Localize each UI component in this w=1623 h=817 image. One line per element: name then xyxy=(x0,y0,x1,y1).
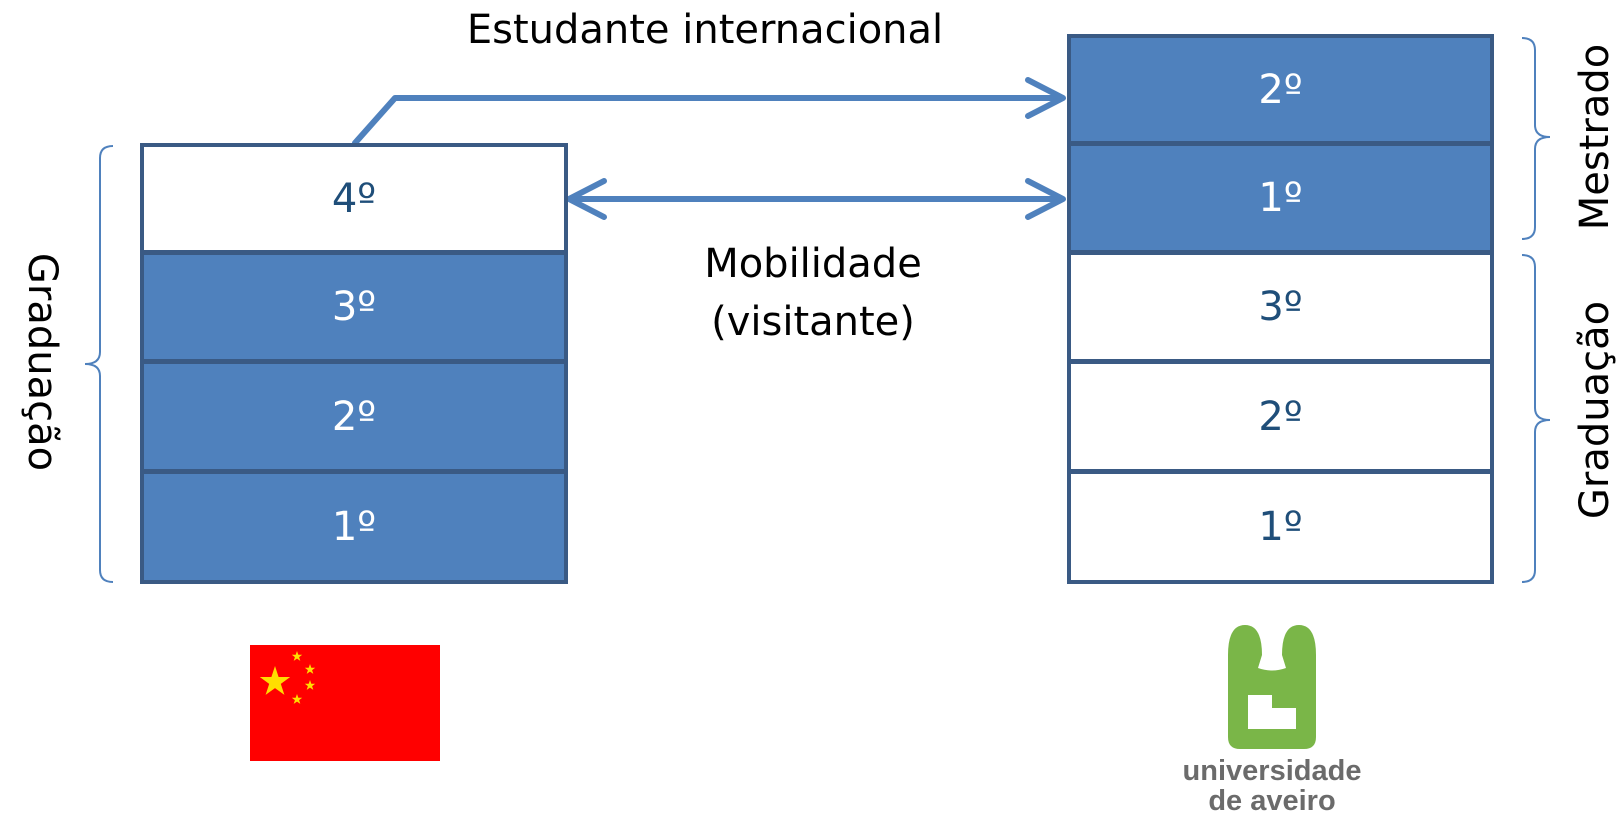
right-graduacao-year-1: 1º xyxy=(1067,470,1494,584)
international-student-arrow xyxy=(352,77,1066,146)
left-year-1-label: 1º xyxy=(331,504,377,550)
mobility-label-line2: (visitante) xyxy=(711,299,915,345)
university-logo-line2: de aveiro xyxy=(1208,785,1336,817)
right-mestrado-year-1-label: 1º xyxy=(1258,175,1303,221)
left-year-3: 3º xyxy=(140,251,568,363)
left-graduacao-label: Graduação xyxy=(19,252,65,472)
right-graduacao-year-3: 3º xyxy=(1067,251,1494,363)
university-logo-icon xyxy=(1228,625,1316,749)
left-graduacao-bracket xyxy=(84,145,114,583)
right-graduacao-year-2: 2º xyxy=(1067,360,1494,473)
china-flag-icon xyxy=(250,645,440,761)
right-mestrado-year-2-label: 2º xyxy=(1258,66,1303,113)
right-graduacao-bracket xyxy=(1521,254,1551,583)
university-logo-text: universidade de aveiro xyxy=(1162,756,1382,817)
right-graduacao-year-1-label: 1º xyxy=(1258,504,1303,550)
left-year-1: 1º xyxy=(140,470,568,584)
left-year-2: 2º xyxy=(140,360,568,473)
left-year-3-label: 3º xyxy=(331,284,377,330)
left-year-4-label: 4º xyxy=(331,175,377,222)
left-year-2-label: 2º xyxy=(331,393,377,440)
university-logo-line1: universidade xyxy=(1182,755,1362,787)
right-graduacao-label: Graduação xyxy=(1572,300,1618,520)
right-mestrado-label: Mestrado xyxy=(1572,43,1618,231)
right-mestrado-year-2: 2º xyxy=(1067,34,1494,145)
mobility-arrow xyxy=(566,178,1066,220)
left-year-4: 4º xyxy=(140,143,568,254)
right-mestrado-bracket xyxy=(1521,37,1551,240)
right-mestrado-year-1: 1º xyxy=(1067,142,1494,254)
international-student-label: Estudante internacional xyxy=(466,7,944,53)
mobility-label-line1: Mobilidade xyxy=(704,241,922,287)
right-graduacao-year-2-label: 2º xyxy=(1258,393,1303,440)
right-graduacao-year-3-label: 3º xyxy=(1258,284,1303,330)
